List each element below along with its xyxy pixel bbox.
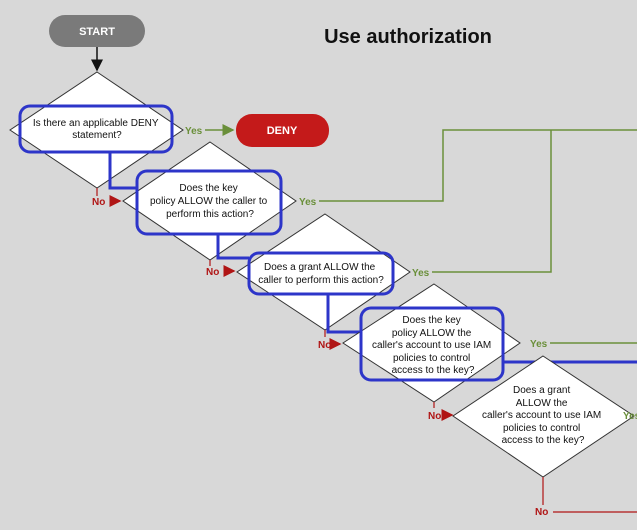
question-5: Does a grant ALLOW the caller's account … [482, 385, 604, 446]
yes-label-5: Yes [623, 411, 637, 422]
deny-label: DENY [267, 125, 298, 137]
yes-label-4: Yes [530, 339, 548, 350]
no-label-3: No [318, 340, 331, 351]
yes-line-3 [432, 130, 552, 273]
question-3: Does a grant ALLOW the caller to perform… [258, 262, 384, 286]
highlight-box-2 [135, 169, 283, 236]
highlight-connector-3 [326, 294, 363, 334]
yes-label-3: Yes [412, 268, 430, 279]
no-line-5 [542, 477, 637, 513]
question-4: Does the key policy ALLOW the caller's a… [372, 315, 494, 376]
no-label-5-bg [533, 505, 553, 518]
question-1: Is there an applicable DENY statement? [33, 118, 161, 141]
highlight-connector-2 [216, 234, 249, 260]
yes-line-2 [319, 129, 637, 202]
highlight-box-1 [18, 104, 174, 154]
no-label-4: No [428, 411, 441, 422]
yes-label-1: Yes [185, 126, 203, 137]
no-label-5: No [535, 507, 548, 518]
highlight-box-3 [247, 251, 395, 296]
start-node [49, 15, 145, 47]
deny-node [236, 114, 329, 147]
highlight-connector-1 [108, 152, 137, 190]
highlight-box-4 [359, 306, 505, 382]
yes-label-2: Yes [299, 197, 317, 208]
start-label: START [79, 26, 115, 38]
no-label-2: No [206, 267, 219, 278]
no-label-1: No [92, 197, 105, 208]
question-2: Does the key policy ALLOW the caller to … [150, 183, 270, 220]
page-title: Use authorization [324, 26, 492, 48]
